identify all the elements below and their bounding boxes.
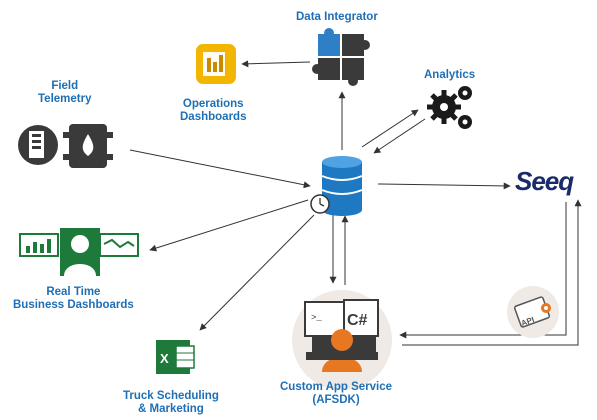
custom-app-label: Custom App Service (AFSDK)	[280, 381, 392, 407]
api-text: API	[520, 315, 536, 328]
realtime-dashboards-label: Real Time Business Dashboards	[13, 286, 134, 312]
truck-scheduling-label: Truck Scheduling & Marketing	[123, 390, 219, 416]
arrow-server-to-analytics	[361, 109, 419, 148]
arrow-server-to-realtime	[149, 199, 309, 252]
puzzle-icon	[312, 28, 370, 86]
custom-app-line2: (AFSDK)	[312, 394, 360, 406]
power-bi-icon	[196, 44, 236, 84]
dashboard-user-icon	[19, 228, 139, 276]
arrow-telemetry-to-server	[129, 149, 311, 189]
operations-line2: Dashboards	[180, 111, 247, 123]
field-telemetry-label: Field Telemetry	[38, 80, 91, 106]
gears-icon	[427, 86, 472, 129]
custom-app-line1: Custom App Service	[280, 381, 393, 393]
truck-line2: & Marketing	[138, 403, 204, 415]
realtime-line1: Real Time	[46, 286, 101, 298]
seeq-logo: Seeq	[515, 166, 574, 196]
developer-icon: >_ C#	[292, 290, 392, 390]
connectors	[129, 60, 582, 346]
arrow-server-to-seeq	[377, 182, 511, 190]
operations-dashboards-label: Operations Dashboards	[180, 98, 246, 124]
tank-icon	[18, 124, 113, 168]
data-integrator-text: Data Integrator	[296, 11, 378, 23]
arrow-analytics-to-server	[373, 118, 426, 154]
database-clock-icon	[310, 156, 363, 216]
truck-line1: Truck Scheduling	[123, 390, 219, 402]
excel-icon: X	[156, 340, 195, 374]
realtime-line2: Business Dashboards	[13, 299, 134, 311]
arrow-seeq-to-custom-app	[399, 202, 567, 339]
data-integrator-label: Data Integrator	[296, 11, 378, 24]
field-telemetry-line1: Field	[51, 80, 79, 92]
analytics-text: Analytics	[424, 69, 476, 81]
arrow-integrator-to-operations	[241, 60, 311, 68]
csharp-text: C#	[347, 312, 368, 329]
svg-text:X: X	[160, 351, 169, 366]
analytics-label: Analytics	[424, 69, 475, 82]
svg-text:>_: >_	[311, 313, 322, 323]
arrow-custom-app-to-seeq	[402, 199, 582, 346]
operations-line1: Operations	[182, 98, 244, 110]
field-telemetry-line2: Telemetry	[38, 93, 92, 105]
arrow-server-to-truck	[199, 214, 315, 331]
api-gear-icon: API	[507, 286, 559, 338]
